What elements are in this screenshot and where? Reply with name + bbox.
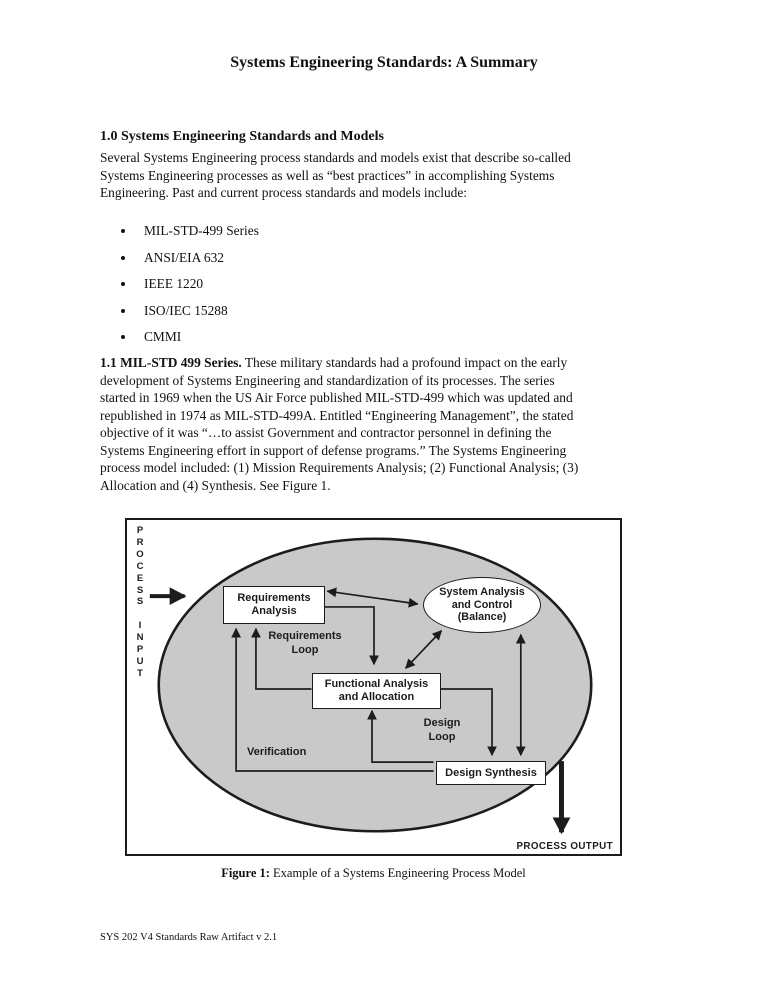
list-item: ANSI/EIA 632: [136, 249, 618, 267]
verification-label: Verification: [247, 746, 307, 758]
list-item: MIL-STD-499 Series: [136, 222, 618, 240]
subsection-paragraph-1-1: 1.1 MIL-STD 499 Series. These military s…: [100, 354, 720, 494]
system-analysis-control-ellipse: System Analysis and Control (Balance): [423, 577, 541, 633]
requirements-loop-label: Requirements Loop: [268, 630, 342, 656]
requirements-loop-up-arrow: [250, 627, 312, 690]
figure-caption-label: Figure 1:: [221, 866, 270, 880]
design-loop-label: Design Loop: [423, 717, 461, 743]
design-synthesis-box: Design Synthesis: [436, 761, 546, 785]
document-footer: SYS 202 V4 Standards Raw Artifact v 2.1: [100, 932, 278, 943]
process-output-label: PROCESS OUTPUT: [516, 841, 613, 852]
section-heading-1-0: 1.0 Systems Engineering Standards and Mo…: [100, 129, 384, 144]
design-loop-down-arrow: [438, 688, 497, 757]
document-title: Systems Engineering Standards: A Summary: [230, 54, 538, 71]
subsection-lead: 1.1 MIL-STD 499 Series.: [100, 355, 242, 370]
ra-sac-double-arrow: [326, 587, 419, 608]
list-item: CMMI: [136, 328, 618, 346]
figure-caption: Figure 1: Example of a Systems Engineeri…: [125, 866, 622, 881]
fa-sac-double-arrow: [405, 629, 443, 669]
list-item: ISO/IEC 15288: [136, 302, 618, 320]
figure-1-diagram: P R O C E S S I N P U T Requirements Ana…: [125, 518, 622, 856]
verification-arrow: [231, 627, 434, 772]
process-input-label: P R O C E S S I N P U T: [136, 525, 144, 679]
figure-caption-text: Example of a Systems Engineering Process…: [269, 866, 526, 880]
requirements-analysis-box: Requirements Analysis: [223, 586, 325, 624]
intro-paragraph: Several Systems Engineering process stan…: [100, 150, 571, 200]
design-loop-up-arrow: [367, 709, 434, 763]
functional-analysis-box: Functional Analysis and Allocation: [312, 673, 441, 709]
subsection-body: These military standards had a profound …: [100, 355, 579, 493]
list-item: IEEE 1220: [136, 275, 618, 293]
standards-bullet-list: MIL-STD-499 Series ANSI/EIA 632 IEEE 122…: [118, 222, 618, 355]
